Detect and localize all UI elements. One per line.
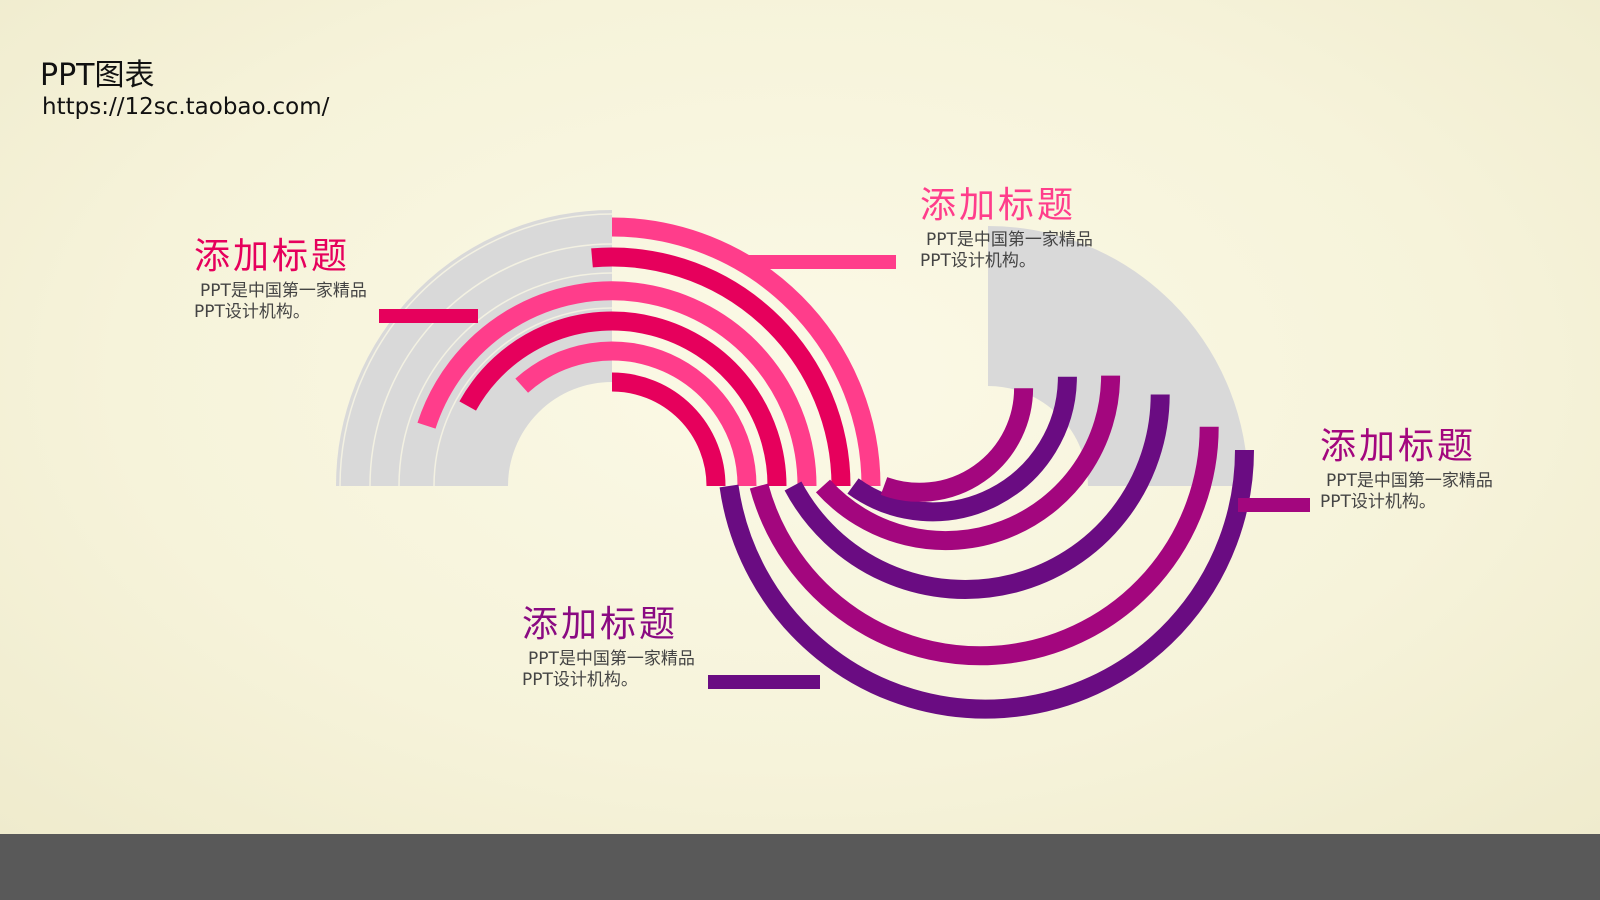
callout-4: 添加标题 PPT是中国第一家精品PPT设计机构。 <box>1320 425 1560 513</box>
top-track-divider <box>339 213 613 487</box>
callout-3: 添加标题 PPT是中国第一家精品PPT设计机构。 <box>522 603 762 691</box>
callout-1-desc: PPT是中国第一家精品PPT设计机构。 <box>194 281 367 322</box>
page-title: PPT图表 <box>40 58 155 93</box>
bottom-ring-4 <box>815 375 1121 551</box>
bottom-ring-1 <box>719 449 1254 719</box>
callout-2-title: 添加标题 <box>920 185 1077 226</box>
bottom-ring-5 <box>847 376 1077 522</box>
bottom-ring-3 <box>784 394 1170 599</box>
bottom-ring-2 <box>749 426 1219 666</box>
top-ring-2 <box>591 247 851 487</box>
bottom-grey-track <box>985 226 1248 489</box>
track-bottom <box>985 226 1248 489</box>
bottom-ring-6 <box>880 388 1034 502</box>
page-url: https://12sc.taobao.com/ <box>42 94 330 120</box>
callout-1: 添加标题 PPT是中国第一家精品PPT设计机构。 <box>194 235 434 323</box>
top-ring-6 <box>611 372 726 487</box>
bottom-bar <box>0 834 1600 900</box>
leader-lines <box>379 255 1310 689</box>
callout-1-title: 添加标题 <box>194 236 351 277</box>
top-track-divider <box>433 307 613 487</box>
top-ring-4 <box>459 311 787 487</box>
arcs-top <box>417 217 881 487</box>
arcs-bottom <box>719 375 1254 719</box>
top-ring-1 <box>611 217 881 487</box>
top-ring-5 <box>515 341 757 487</box>
top-ring-3 <box>417 281 817 487</box>
callout-4-desc: PPT是中国第一家精品PPT设计机构。 <box>1320 471 1493 512</box>
callout-3-title: 添加标题 <box>522 604 679 645</box>
callout-4-title: 添加标题 <box>1320 426 1477 467</box>
callout-2: 添加标题 PPT是中国第一家精品PPT设计机构。 <box>920 184 1160 272</box>
callout-2-desc: PPT是中国第一家精品PPT设计机构。 <box>920 230 1093 271</box>
callout-3-desc: PPT是中国第一家精品PPT设计机构。 <box>522 649 695 690</box>
top-track-divider <box>398 272 613 487</box>
